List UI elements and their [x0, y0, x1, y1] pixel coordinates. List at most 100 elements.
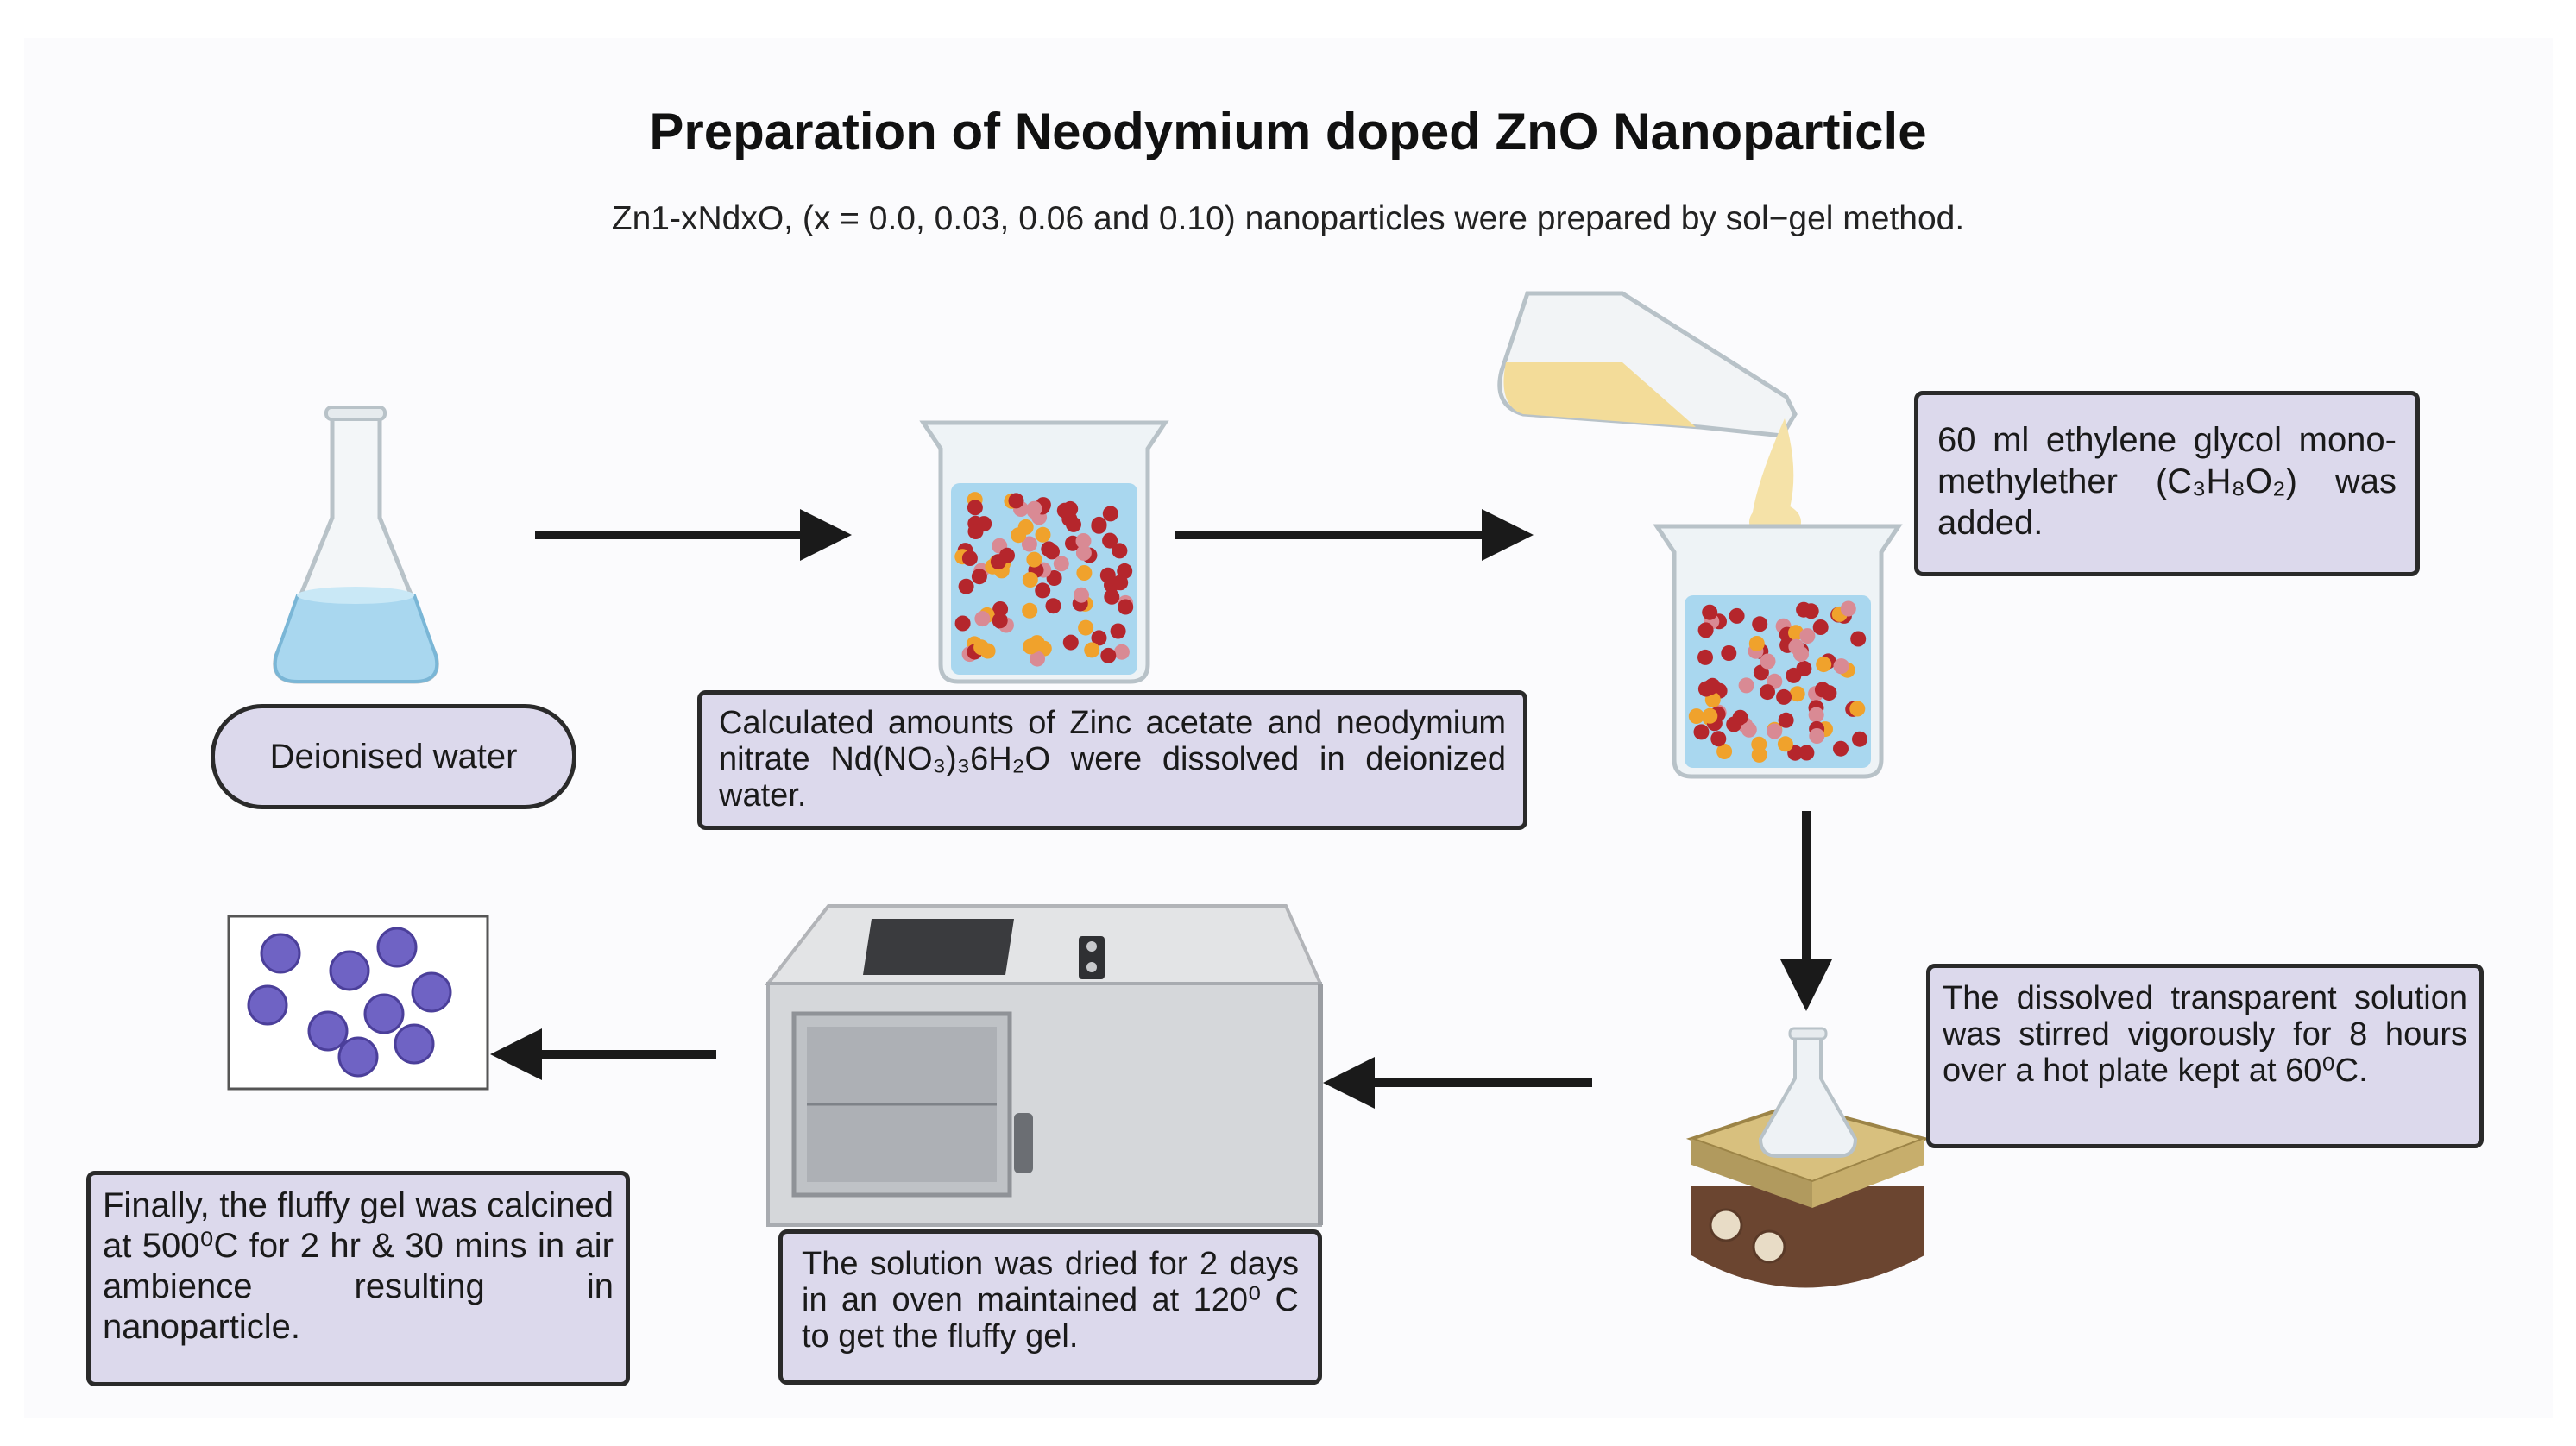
solution-particle [967, 524, 984, 539]
solution-particle [1078, 619, 1094, 636]
solution-particle [1850, 631, 1867, 647]
nanoparticle-dot [329, 950, 370, 991]
nanoparticle-dot [247, 984, 288, 1026]
solution-particle [1752, 616, 1768, 632]
solution-particle [954, 615, 971, 632]
solution-particle [979, 643, 996, 659]
nanoparticle-dot [411, 971, 452, 1013]
solution-particle [967, 500, 983, 516]
solution-particle [1803, 603, 1819, 619]
solution-particle [958, 578, 974, 594]
solution-particle [1808, 707, 1824, 723]
solution-particle [1726, 716, 1742, 732]
solution-particle [1776, 688, 1792, 705]
solution-particle [1716, 744, 1733, 759]
nanoparticle-icon [227, 915, 489, 1091]
solution-particle [1091, 630, 1107, 646]
solution-particle [1751, 746, 1767, 763]
solution-particle [1789, 686, 1805, 702]
solution-particle [1840, 600, 1856, 617]
solution-particle [1076, 565, 1093, 581]
hot-plate-icon [1685, 1027, 1930, 1288]
beaker-icon [919, 420, 1169, 684]
solution-particle [1816, 657, 1832, 673]
solution-particle [1026, 500, 1042, 517]
solution-particle [1056, 502, 1073, 519]
solution-particle [1738, 677, 1754, 694]
solution-particle [1011, 527, 1027, 544]
page-title: Preparation of Neodymium doped ZnO Nanop… [649, 103, 1927, 160]
solution-particle [1030, 651, 1045, 667]
solution-particle [961, 550, 978, 566]
nanoparticle-dot [363, 993, 405, 1034]
solution-particle [1741, 721, 1757, 738]
beaker-icon [1653, 524, 1903, 779]
solution-particle [1721, 645, 1737, 661]
step-deionised-water-label: Deionised water [211, 704, 576, 809]
pouring-flask-icon [1497, 291, 1801, 541]
solution-particle [1041, 541, 1057, 557]
solution-particle [1849, 701, 1866, 717]
solution-particle [1760, 684, 1775, 701]
solution-particle [1104, 588, 1120, 605]
solution-particle [1748, 636, 1765, 651]
solution-particle [1688, 708, 1704, 725]
solution-particle [1760, 653, 1776, 670]
solution-particle [992, 613, 1008, 629]
solution-particle [1074, 587, 1089, 603]
step-calcine-box: Finally, the fluffy gel was calcined at … [86, 1171, 630, 1386]
solution-particle [1046, 570, 1062, 586]
solution-particle [1102, 506, 1118, 522]
solution-particle [1710, 731, 1727, 747]
step-dry-box: The solution was dried for 2 days in an … [778, 1229, 1322, 1385]
solution-particle [1799, 628, 1816, 644]
solution-particle [1102, 532, 1118, 549]
solution-particle [1035, 582, 1051, 599]
solution-particle [1035, 526, 1051, 543]
solution-particle [1833, 658, 1849, 675]
solution-particle [1022, 602, 1038, 619]
solution-particle [1112, 543, 1128, 559]
solution-particle [1702, 604, 1718, 620]
solution-particle [1812, 619, 1829, 635]
solution-particle [1066, 516, 1081, 532]
solution-particle [1075, 544, 1092, 561]
solution-particle [1026, 551, 1042, 568]
solution-particle [1113, 644, 1130, 660]
solution-particle [1777, 736, 1793, 752]
solution-particle [1112, 575, 1129, 591]
page-subtitle: Zn1-xNdxO, (x = 0.0, 0.03, 0.06 and 0.10… [611, 200, 1965, 237]
step-stir-box: The dissolved transparent solution was s… [1926, 964, 2484, 1148]
nanoparticle-dot [307, 1010, 349, 1052]
solution-particle [1100, 647, 1117, 663]
solution-particle [1062, 634, 1079, 651]
solution-particle [974, 611, 991, 627]
solution-particle [1729, 607, 1745, 624]
step-dissolve-box: Calculated amounts of Zinc acetate and n… [697, 690, 1527, 830]
solution-particle [1778, 712, 1794, 728]
solution-particle [971, 569, 987, 585]
solution-particle [1798, 745, 1815, 761]
nanoparticle-dot [394, 1023, 435, 1065]
solution-particle [1084, 642, 1100, 658]
solution-particle [1809, 728, 1825, 744]
solution-particle [1767, 723, 1783, 739]
solution-particle [1053, 556, 1069, 572]
oven-icon [764, 904, 1324, 1227]
solution-particle [1786, 667, 1802, 683]
solution-particle [1110, 623, 1126, 639]
solution-particle [1045, 598, 1061, 614]
solution-particle [1023, 638, 1039, 655]
nanoparticle-dot [260, 933, 301, 974]
solution-particle [1021, 536, 1037, 552]
nanoparticle-dot [337, 1036, 379, 1078]
solution-particle [1787, 745, 1804, 761]
nanoparticle-dot [376, 927, 418, 968]
solution-particle [1833, 740, 1849, 757]
solution-particle [1697, 681, 1714, 697]
solution-particle [1697, 622, 1714, 638]
solution-particle [1821, 685, 1837, 701]
solution-particle [1693, 724, 1710, 740]
solution-particle [1852, 731, 1867, 747]
